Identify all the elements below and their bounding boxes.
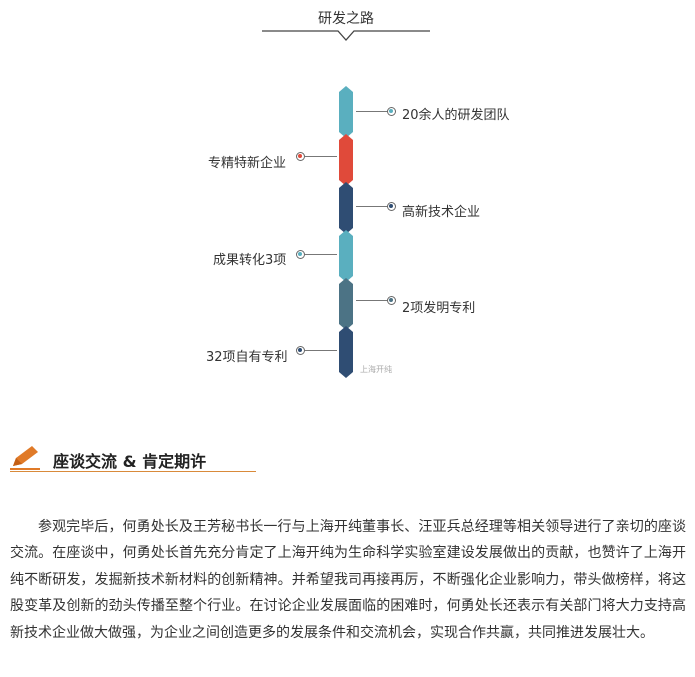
- connector-line: [305, 254, 337, 255]
- roadmap-item-6: 32项自有专利: [206, 350, 288, 365]
- timeline-dot: [296, 152, 305, 161]
- connector-line: [305, 156, 337, 157]
- timeline-dot: [296, 250, 305, 259]
- heading-notch-line: [262, 30, 430, 41]
- connector-line: [356, 206, 388, 207]
- section-heading: 座谈交流 & 肯定期许: [10, 440, 256, 474]
- timeline-segment-3: [339, 182, 353, 234]
- section-title: 座谈交流 & 肯定期许: [53, 452, 207, 471]
- roadmap-heading: 研发之路: [262, 0, 430, 48]
- roadmap-item-5: 2项发明专利: [402, 301, 476, 316]
- section-underline: [10, 471, 256, 472]
- roadmap-item-4: 成果转化3项: [213, 253, 287, 268]
- timeline-segment-5: [339, 278, 353, 330]
- connector-line: [305, 350, 337, 351]
- timeline-segment-2: [339, 134, 353, 186]
- roadmap-item-1: 20余人的研发团队: [402, 108, 510, 123]
- roadmap-item-2: 专精特新企业: [208, 156, 287, 171]
- connector-line: [356, 111, 388, 112]
- connector-line: [356, 300, 388, 301]
- timeline-segment-4: [339, 230, 353, 282]
- pencil-icon: [10, 446, 40, 470]
- timeline-segment-6: [339, 326, 353, 378]
- timeline-dot: [387, 202, 396, 211]
- roadmap-timeline: [339, 86, 353, 386]
- body-paragraph: 参观完毕后，何勇处长及王芳秘书长一行与上海开纯董事长、汪亚兵总经理等相关领导进行…: [10, 519, 686, 641]
- watermark-logo: 上海开纯: [360, 365, 392, 374]
- roadmap-title: 研发之路: [318, 11, 374, 27]
- timeline-dot: [296, 346, 305, 355]
- timeline-dot: [387, 107, 396, 116]
- timeline-dot: [387, 296, 396, 305]
- timeline-segment-1: [339, 86, 353, 138]
- roadmap-item-3: 高新技术企业: [402, 205, 481, 220]
